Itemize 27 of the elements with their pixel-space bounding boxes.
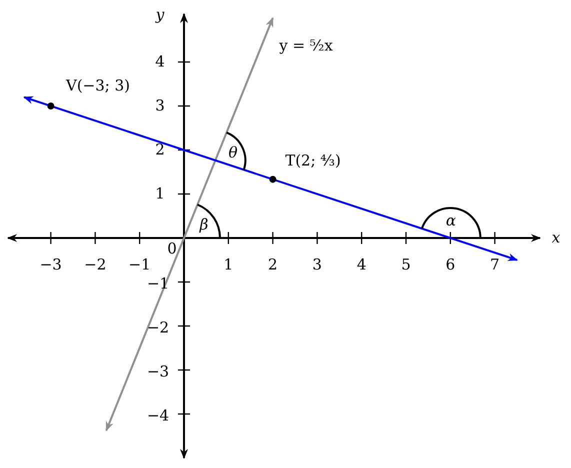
angle-label: θ: [228, 146, 238, 160]
tick-label: −3: [40, 258, 62, 272]
tick-label: −4: [146, 408, 170, 424]
tick-label: 2: [155, 142, 165, 158]
angle-label: β: [200, 218, 208, 232]
tick-label: 2: [268, 258, 278, 272]
tick-label: −2: [84, 258, 106, 272]
tick-label: 6: [446, 258, 456, 272]
axis-label: x: [552, 230, 560, 246]
axis-label: y: [156, 8, 164, 22]
point-label: T(2; ⁴⁄₃): [285, 154, 341, 168]
tick-label: 0: [167, 242, 177, 256]
tick-label: −1: [128, 258, 151, 272]
tick-label: 5: [401, 258, 411, 272]
tick-label: 1: [155, 186, 165, 202]
tick-label: 3: [155, 98, 165, 114]
tick-label: −3: [146, 364, 170, 380]
tick-label: −1: [146, 276, 170, 292]
point-label: V(−3; 3): [66, 78, 130, 94]
tick-label: 3: [312, 258, 322, 272]
tick-label: 1: [224, 258, 234, 272]
tick-label: 7: [490, 258, 500, 272]
equation-label: y = ⁵⁄₂x: [279, 38, 333, 54]
angle-label: α: [446, 214, 456, 228]
tick-label: 4: [155, 54, 165, 70]
tick-label: 4: [356, 258, 366, 272]
tick-label: −2: [146, 320, 170, 336]
